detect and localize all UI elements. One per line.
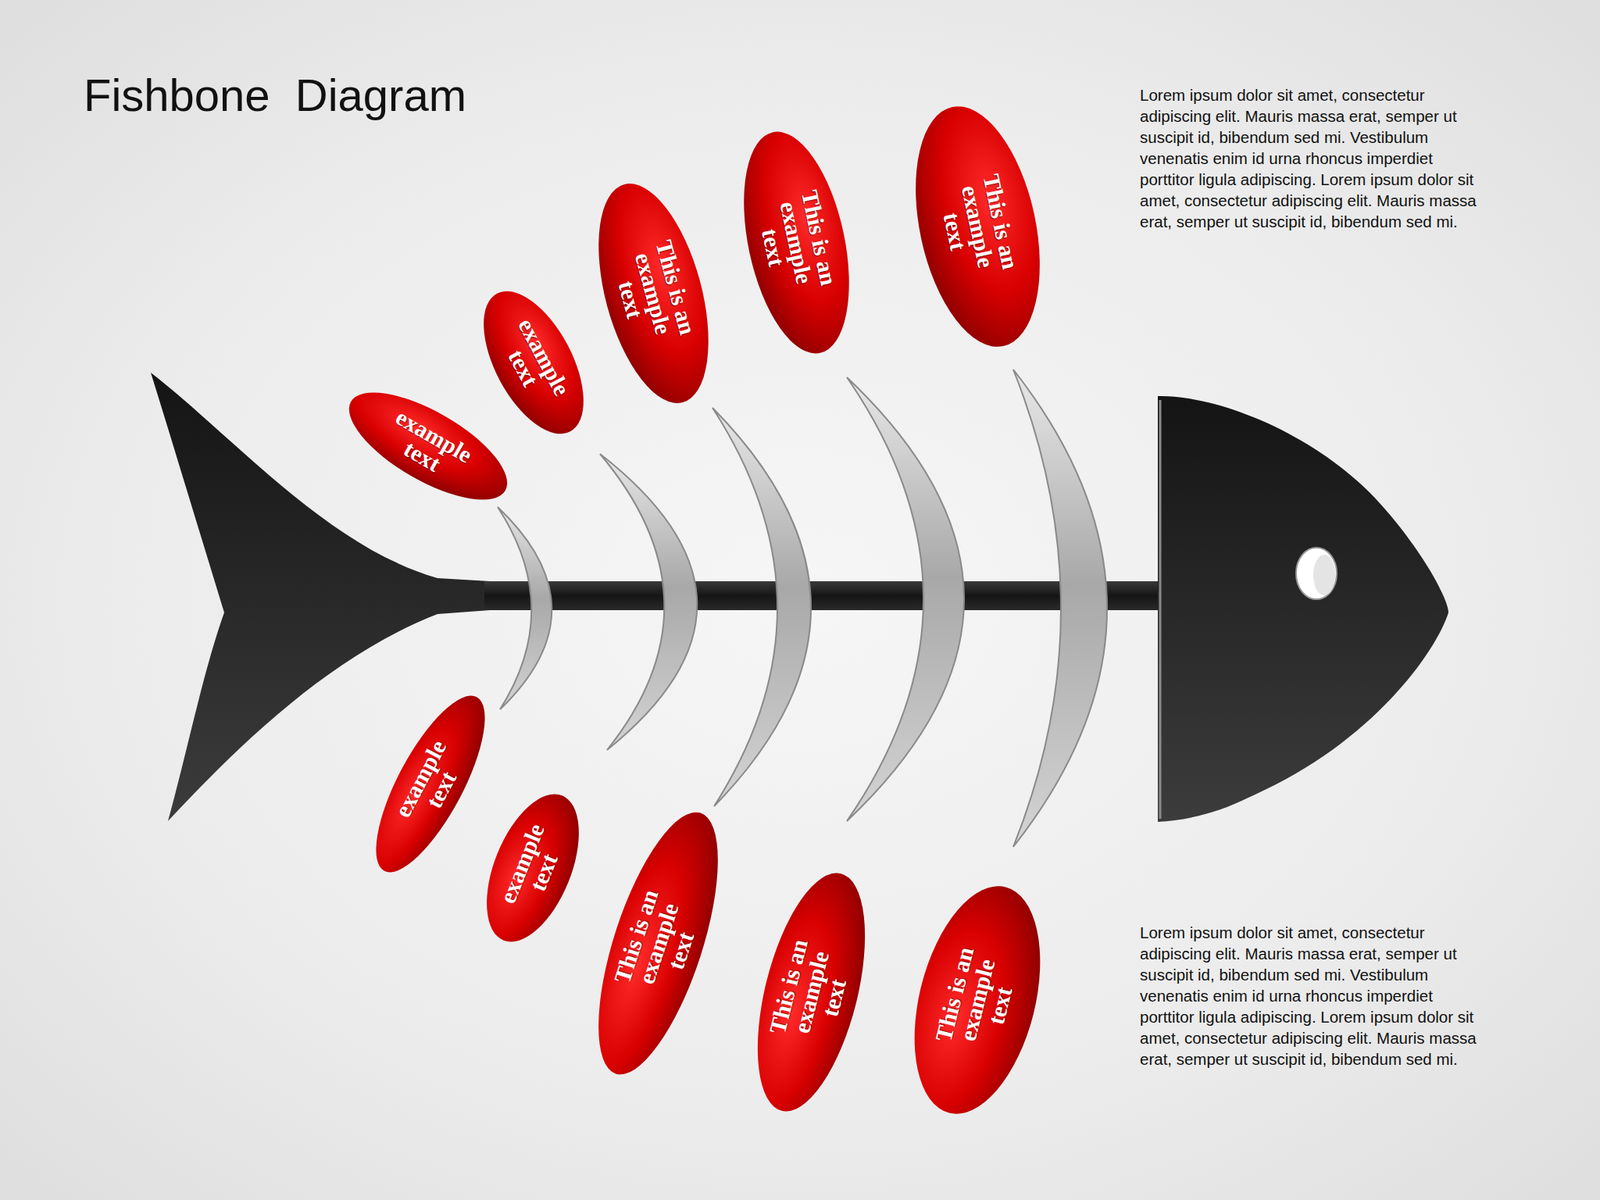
eye-shade — [1313, 554, 1336, 596]
fish-rib — [712, 407, 811, 807]
cause-oval: This is an example text — [894, 93, 1061, 359]
oval-fill — [333, 371, 522, 521]
cause-oval: example text — [354, 680, 507, 887]
cause-oval: This is an example text — [892, 871, 1063, 1128]
cause-oval: This is an example text — [572, 797, 743, 1088]
oval-fill — [577, 171, 729, 415]
fish-rib — [1013, 369, 1108, 847]
fish-head — [1157, 396, 1449, 822]
oval-fill — [573, 799, 743, 1088]
fish-rib — [846, 377, 965, 822]
oval-fill — [725, 121, 867, 363]
fish-rib — [600, 453, 697, 750]
cause-text: This is an example text — [761, 922, 861, 1061]
fish-rib — [497, 507, 552, 710]
note-text: Lorem ipsum dolor sit amet, consectetur … — [1139, 84, 1492, 233]
oval-fill — [463, 275, 604, 450]
oval-fill — [895, 95, 1060, 359]
slide-title: Fishbone Diagram — [83, 70, 467, 121]
cause-oval: This is an example text — [735, 861, 887, 1124]
head-edge — [1159, 400, 1162, 819]
cause-oval: This is an example text — [725, 121, 868, 365]
oval-fill — [892, 873, 1062, 1128]
cause-oval: example text — [461, 274, 605, 450]
oval-fill — [736, 862, 886, 1122]
cause-oval: This is an example text — [576, 170, 730, 415]
cause-oval: example text — [332, 371, 524, 522]
fish-eye — [1296, 547, 1337, 600]
oval-fill — [355, 681, 506, 886]
note-text: Lorem ipsum dolor sit amet, consectetur … — [1139, 921, 1492, 1070]
oval-fill — [467, 781, 598, 955]
cause-text: This is an example text — [604, 872, 711, 1014]
cause-oval: example text — [467, 780, 599, 957]
cause-text: This is an example text — [603, 223, 704, 363]
